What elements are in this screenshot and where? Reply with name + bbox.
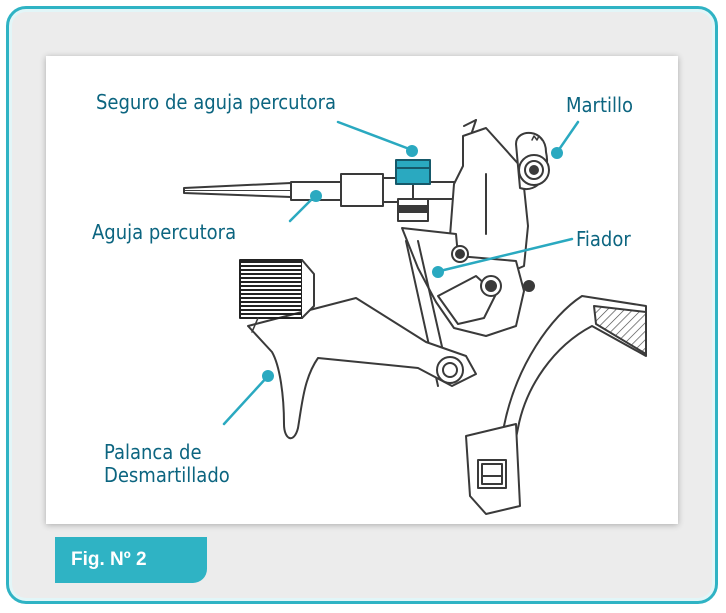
label-decocking-lever-line2: Desmartillado [104, 463, 230, 487]
label-firing-pin: Aguja percutora [92, 220, 237, 244]
leader-decocking-lever [222, 374, 270, 426]
lever-spring [239, 259, 315, 333]
hammer [515, 131, 550, 191]
leader-firing-pin-safety [336, 120, 414, 152]
label-firing-pin-safety: Seguro de aguja percutora [96, 90, 337, 114]
trigger-guard [465, 295, 647, 515]
firing-pin [183, 173, 462, 222]
leader-lines [222, 120, 580, 426]
diagram-card: Seguro de aguja percutora Martillo Aguja… [46, 56, 678, 524]
label-sear: Fiador [576, 227, 631, 251]
decocking-lever [247, 297, 477, 439]
label-hammer: Martillo [566, 93, 634, 117]
pistol-mechanism-drawing [183, 119, 647, 515]
figure-tag: Fig. Nº 2 [55, 537, 207, 583]
slide-frame [401, 119, 535, 387]
leader-firing-pin [288, 195, 316, 223]
firing-pin-safety [395, 159, 431, 185]
leader-hammer [556, 120, 580, 153]
label-decocking-lever-line1: Palanca de [104, 440, 202, 464]
leader-sear [442, 237, 574, 272]
